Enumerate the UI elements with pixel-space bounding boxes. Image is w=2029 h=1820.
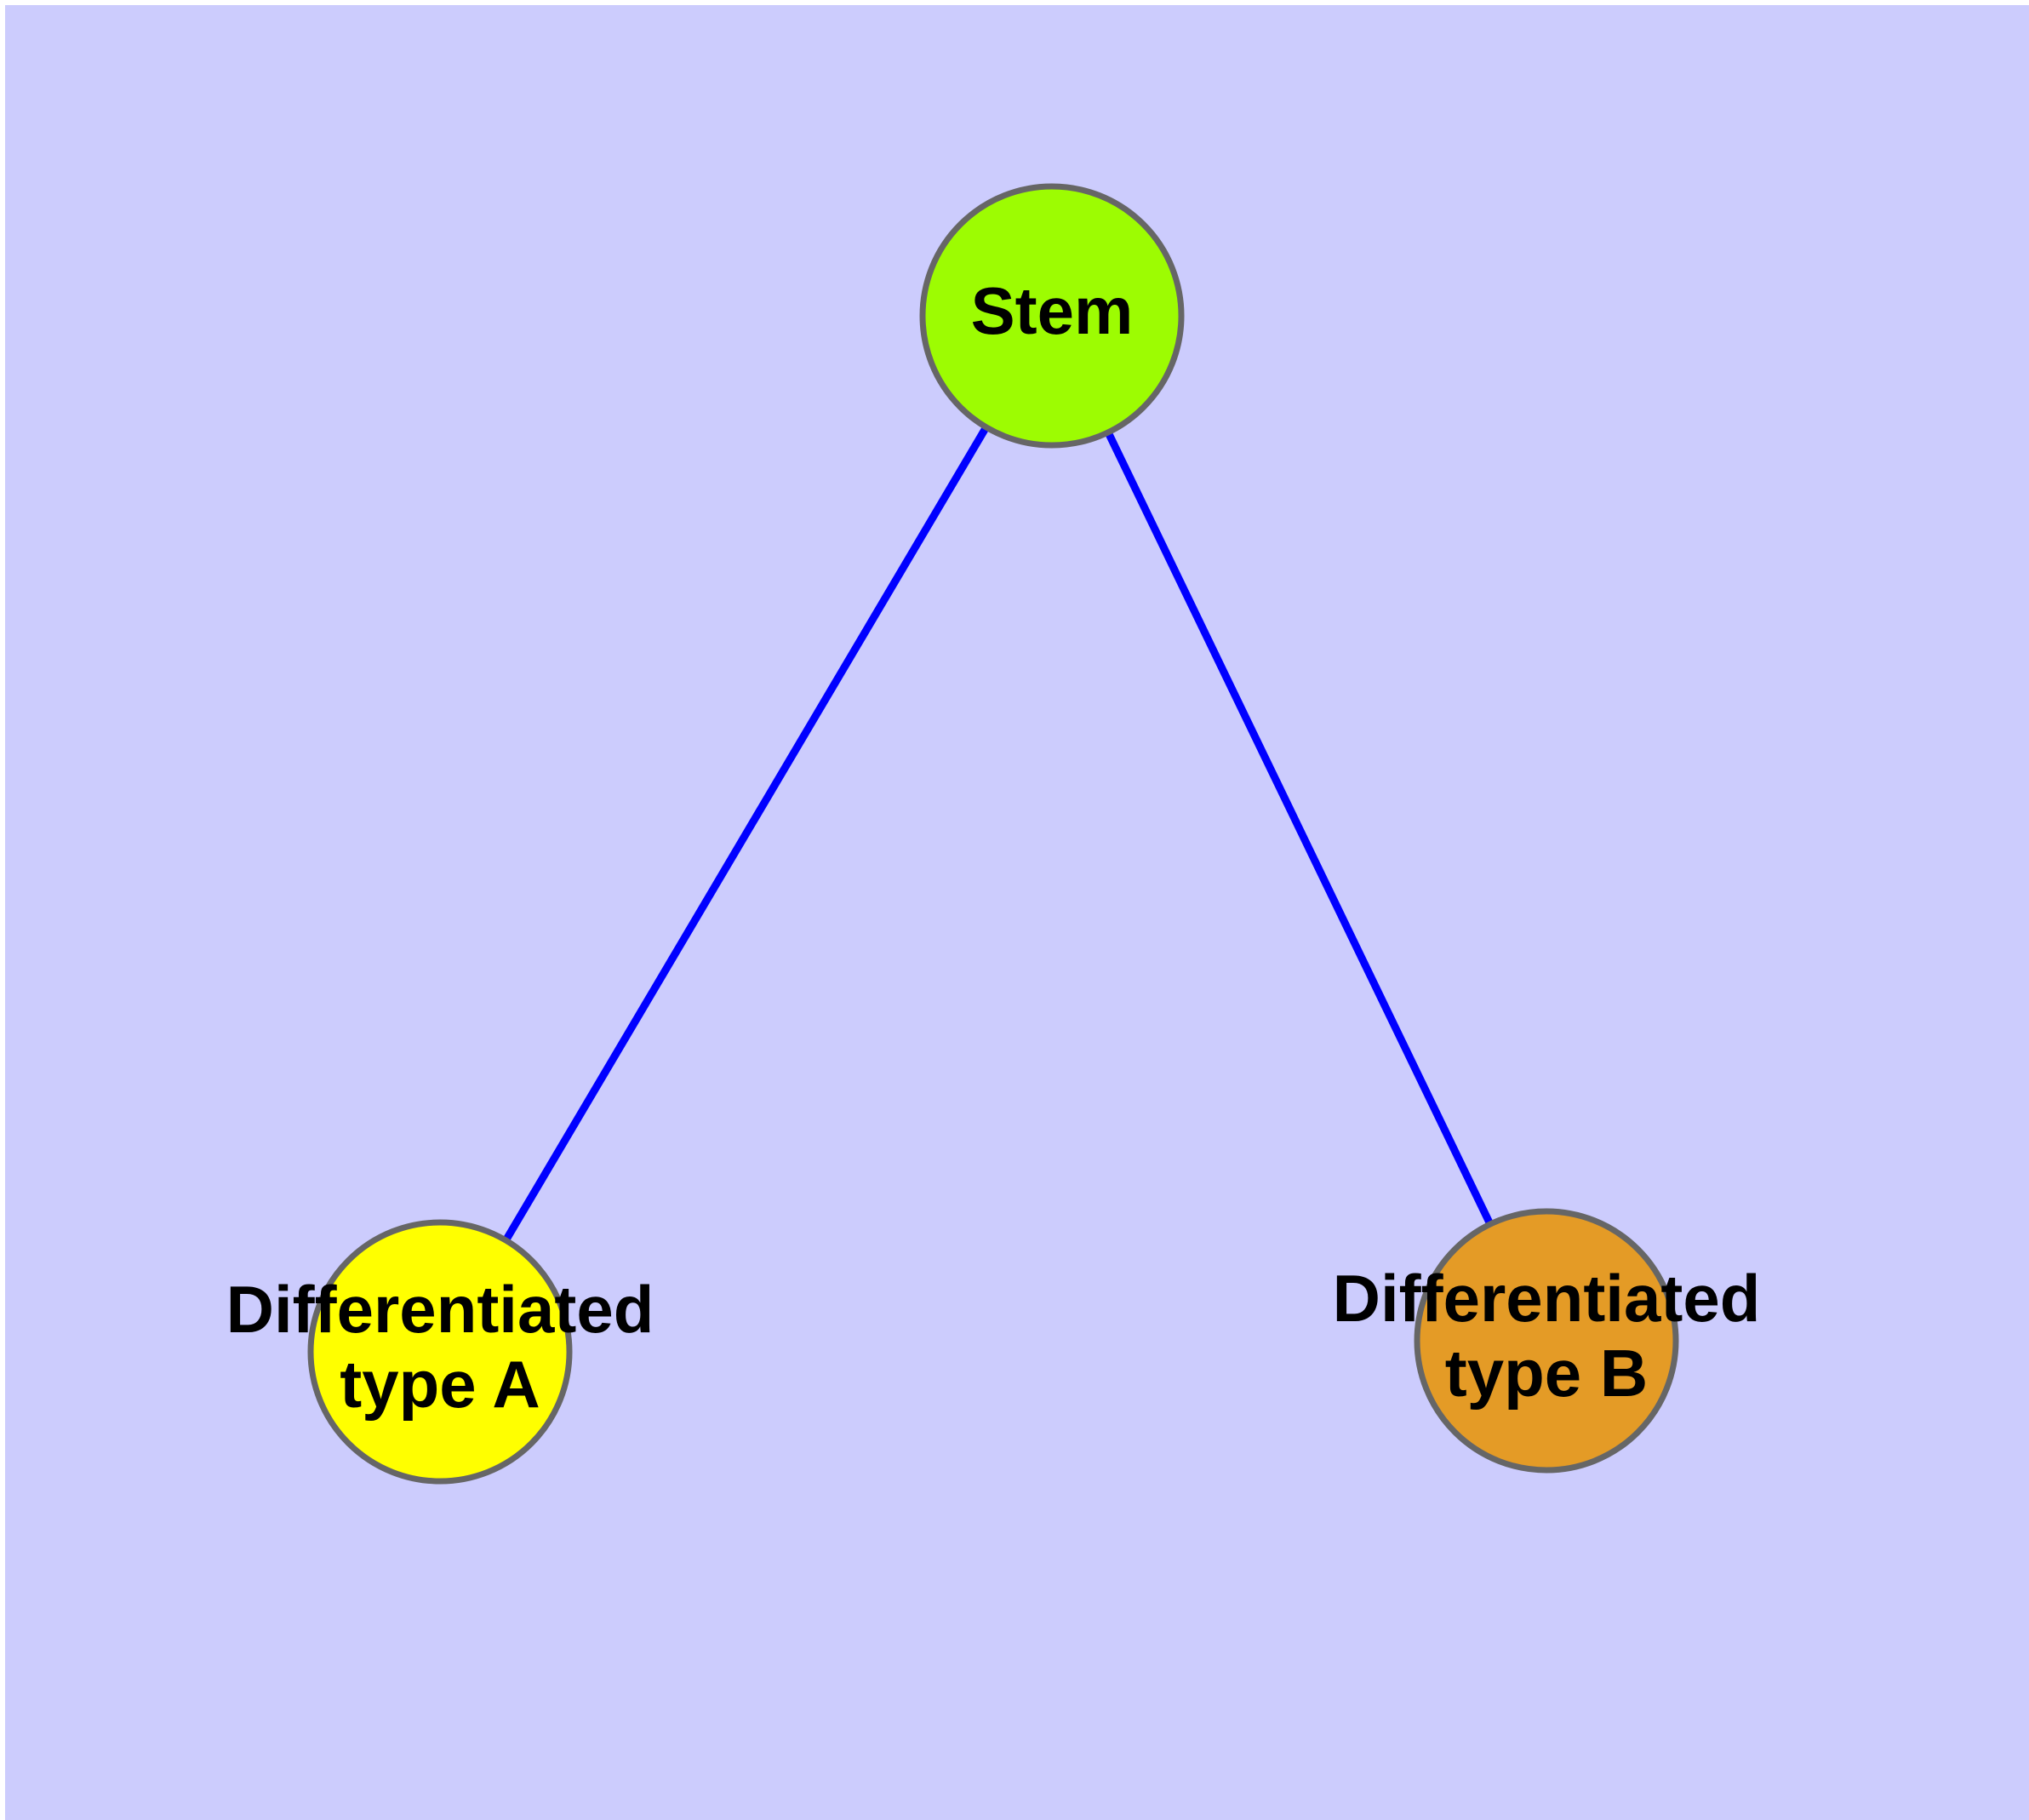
- edge-stem-diff-b[interactable]: [1105, 430, 1494, 1227]
- node-diff_b[interactable]: [1414, 1208, 1679, 1474]
- node-label-line: Differentiated: [1333, 1261, 1761, 1336]
- node-label-line: type A: [340, 1347, 540, 1422]
- edges-layer: [502, 425, 1494, 1243]
- node-label-stem: Stem: [971, 273, 1134, 348]
- nodes-layer: [307, 183, 1679, 1485]
- node-label-line: type B: [1445, 1336, 1648, 1411]
- node-label-line: Differentiated: [226, 1272, 654, 1347]
- node-diff_a[interactable]: [307, 1219, 573, 1485]
- node-stem[interactable]: [919, 183, 1185, 449]
- node-label-line: Stem: [971, 273, 1134, 348]
- edge-stem-diff-a[interactable]: [502, 425, 990, 1243]
